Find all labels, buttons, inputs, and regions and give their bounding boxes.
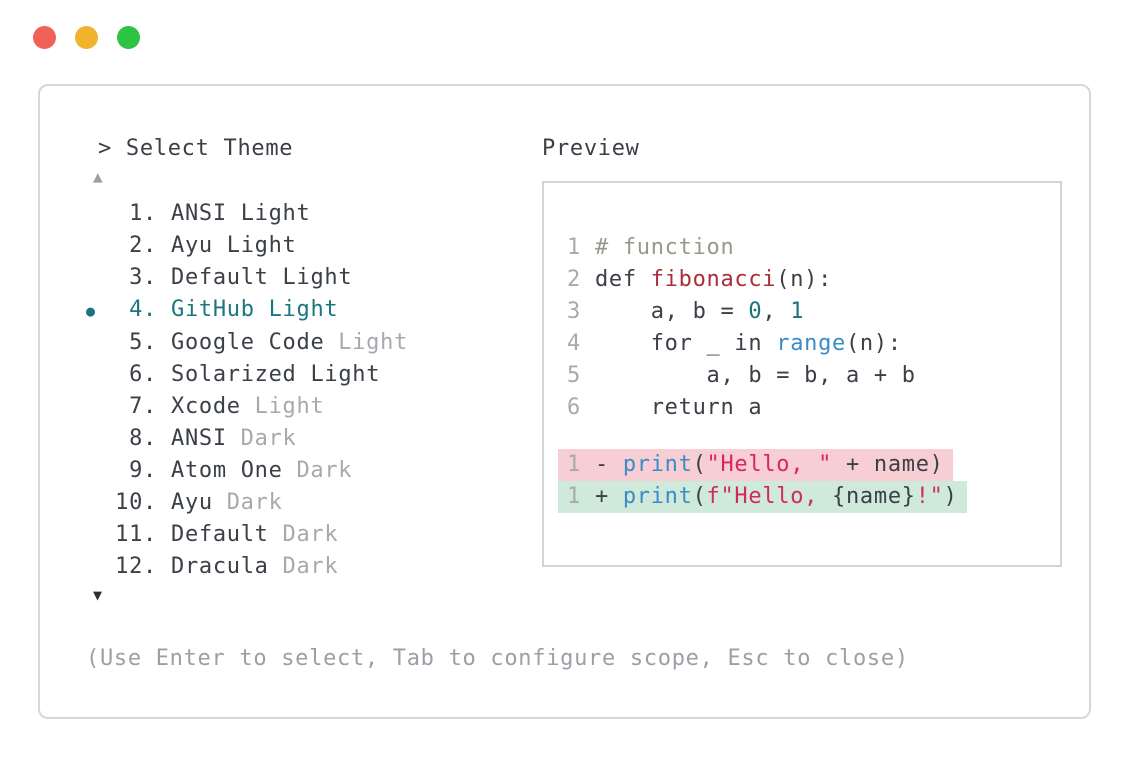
theme-name: Google Code [171, 330, 325, 355]
theme-selector-dialog: > Select Theme ▲ 1. ANSI Light 2. Ayu Ligh… [38, 84, 1091, 719]
code-line-4: 4 for _ in range(n): [567, 331, 902, 356]
theme-name: Ayu Light [171, 233, 297, 258]
line-number: 1 [567, 484, 581, 509]
dialog-body: > Select Theme ▲ 1. ANSI Light 2. Ayu Ligh… [40, 86, 1089, 607]
theme-list-item-2[interactable]: 2. Ayu Light [86, 230, 542, 262]
theme-variant: Dark [282, 522, 339, 547]
theme-name: Default [171, 522, 269, 547]
item-number: 1. [129, 201, 157, 226]
line-number: 3 [567, 299, 581, 324]
item-number: 12. [115, 554, 157, 579]
window-controls [33, 26, 1129, 49]
minimize-window-button[interactable] [75, 26, 98, 49]
item-number: 6. [129, 362, 157, 387]
theme-name: ANSI Light [171, 201, 311, 226]
line-number: 6 [567, 395, 581, 420]
item-number: 8. [129, 426, 157, 451]
line-number: 4 [567, 331, 581, 356]
diff-added-line: 1+ print(f"Hello, {name}!") [558, 481, 1060, 513]
theme-name: Xcode [171, 394, 241, 419]
diff-removed-line: 1- print("Hello, " + name) [558, 449, 1060, 481]
line-number: 2 [567, 267, 581, 292]
code-line-3: 3 a, b = 0, 1 [567, 299, 805, 324]
line-number: 1 [567, 235, 581, 260]
theme-list: 1. ANSI Light 2. Ayu Light 3. Default Light… [86, 198, 542, 583]
line-number: 5 [567, 363, 581, 388]
scroll-down-icon[interactable]: ▼ [93, 586, 103, 604]
theme-list-item-6[interactable]: 6. Solarized Light [86, 359, 542, 391]
item-number: 5. [129, 330, 157, 355]
item-number: 9. [129, 458, 157, 483]
theme-list-item-1[interactable]: 1. ANSI Light [86, 198, 542, 230]
item-number: 3. [129, 265, 157, 290]
theme-list-pane: > Select Theme ▲ 1. ANSI Light 2. Ayu Ligh… [86, 136, 542, 607]
theme-name: Atom One [171, 458, 283, 483]
theme-list-item-9[interactable]: 9. Atom One Dark [86, 455, 542, 487]
theme-variant: Light [254, 394, 325, 419]
theme-name: ANSI [171, 426, 227, 451]
keyboard-hint: (Use Enter to select, Tab to configure s… [86, 646, 909, 671]
scroll-up-icon[interactable]: ▲ [93, 167, 104, 186]
item-number: 11. [115, 522, 157, 547]
item-number: 7. [129, 394, 157, 419]
item-number: 10. [115, 490, 157, 515]
code-line-1: 1# function [567, 235, 735, 260]
theme-list-item-3[interactable]: 3. Default Light [86, 262, 542, 294]
theme-list-item-12[interactable]: 12. Dracula Dark [86, 551, 542, 583]
theme-variant: Light [338, 330, 409, 355]
theme-variant: Dark [226, 490, 283, 515]
theme-list-item-10[interactable]: 10. Ayu Dark [86, 487, 542, 519]
close-window-button[interactable] [33, 26, 56, 49]
theme-list-item-5[interactable]: 5. Google Code Light [86, 327, 542, 359]
theme-name: Ayu [171, 490, 213, 515]
theme-variant: Dark [240, 426, 297, 451]
item-number: 4. [129, 297, 157, 322]
theme-name: Dracula [171, 554, 269, 579]
dialog-title-text: Select Theme [125, 136, 294, 161]
theme-name: GitHub Light [171, 297, 339, 322]
theme-list-item-8[interactable]: 8. ANSI Dark [86, 423, 542, 455]
line-number: 1 [567, 452, 581, 477]
item-number: 2. [129, 233, 157, 258]
maximize-window-button[interactable] [117, 26, 140, 49]
code-line-6: 6 return a [567, 395, 763, 420]
theme-list-item-11[interactable]: 11. Default Dark [86, 519, 542, 551]
preview-label: Preview [542, 136, 640, 161]
prompt-chevron: > [98, 136, 112, 161]
theme-variant: Dark [282, 554, 339, 579]
selection-bullet: ● [86, 302, 96, 320]
code-line-5: 5 a, b = b, a + b [567, 363, 916, 388]
theme-list-item-7[interactable]: 7. Xcode Light [86, 391, 542, 423]
dialog-title: > Select Theme [98, 136, 542, 162]
theme-name: Default Light [171, 265, 353, 290]
theme-list-item-4-selected[interactable]: ● 4. GitHub Light [86, 294, 542, 327]
theme-variant: Dark [296, 458, 353, 483]
theme-name: Solarized Light [171, 362, 381, 387]
